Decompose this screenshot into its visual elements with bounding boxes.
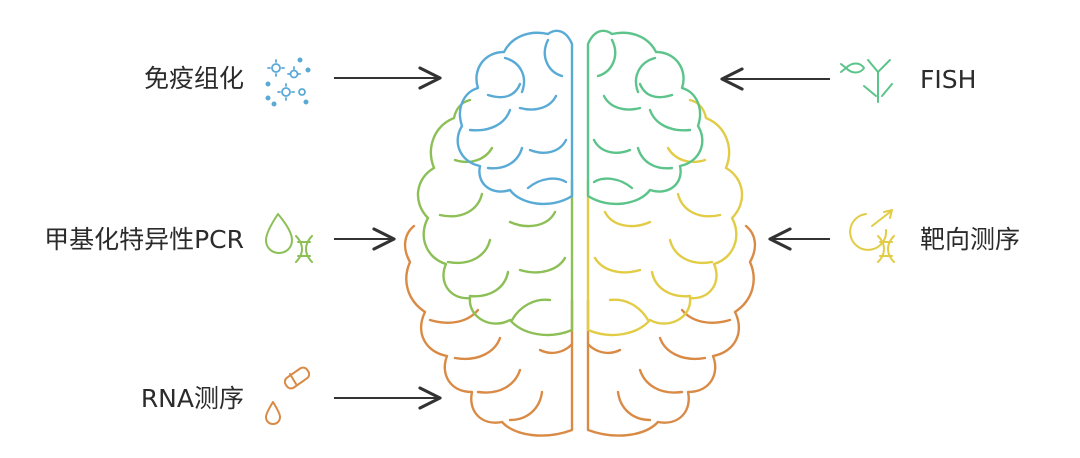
brain-right-orange-region <box>586 224 757 437</box>
brain-left-green-region <box>416 98 574 337</box>
test-tube-icon <box>265 366 311 425</box>
brain-left-blue-region <box>456 29 574 206</box>
fish-chromosome-icon <box>840 59 893 103</box>
label-rna-seq: RNA测序 <box>140 384 244 413</box>
brain-right-teal-region <box>586 29 704 206</box>
label-fish: FISH <box>920 65 977 94</box>
label-immuno: 免疫组化 <box>143 64 244 93</box>
drop-dna-icon <box>265 213 313 263</box>
brain-left-orange-region <box>403 224 574 437</box>
label-methyl-pcr: 甲基化特异性PCR <box>44 225 244 254</box>
cells-icon <box>265 57 311 107</box>
brain-right-yellow-region <box>586 98 744 337</box>
label-target-seq: 靶向测序 <box>920 225 1021 254</box>
target-dna-icon <box>849 209 895 263</box>
